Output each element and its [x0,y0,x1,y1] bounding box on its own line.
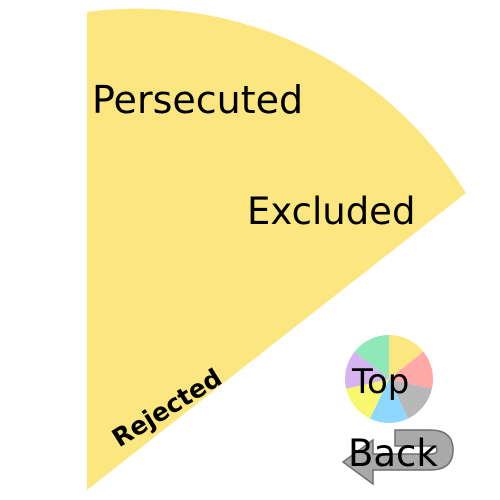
back-label: Back [348,432,438,475]
mini-pie-slice [389,351,433,389]
mini-pie-slice [345,351,389,389]
mini-pie-slice [389,379,432,419]
mini-pie-slice [354,335,389,379]
back-button[interactable]: Back [335,418,460,493]
segment-label-excluded[interactable]: Excluded [247,190,416,233]
top-button[interactable]: Top [343,334,435,424]
mini-pie-chart-icon [345,335,433,423]
top-label: Top [352,362,410,402]
mini-pie-slice [389,335,424,379]
mini-pie-slice [346,379,389,419]
segment-label-persecuted[interactable]: Persecuted [92,78,304,122]
wedge-shape[interactable] [87,8,466,491]
u-turn-arrow-icon [341,429,454,486]
mini-pie-slice [369,379,409,423]
